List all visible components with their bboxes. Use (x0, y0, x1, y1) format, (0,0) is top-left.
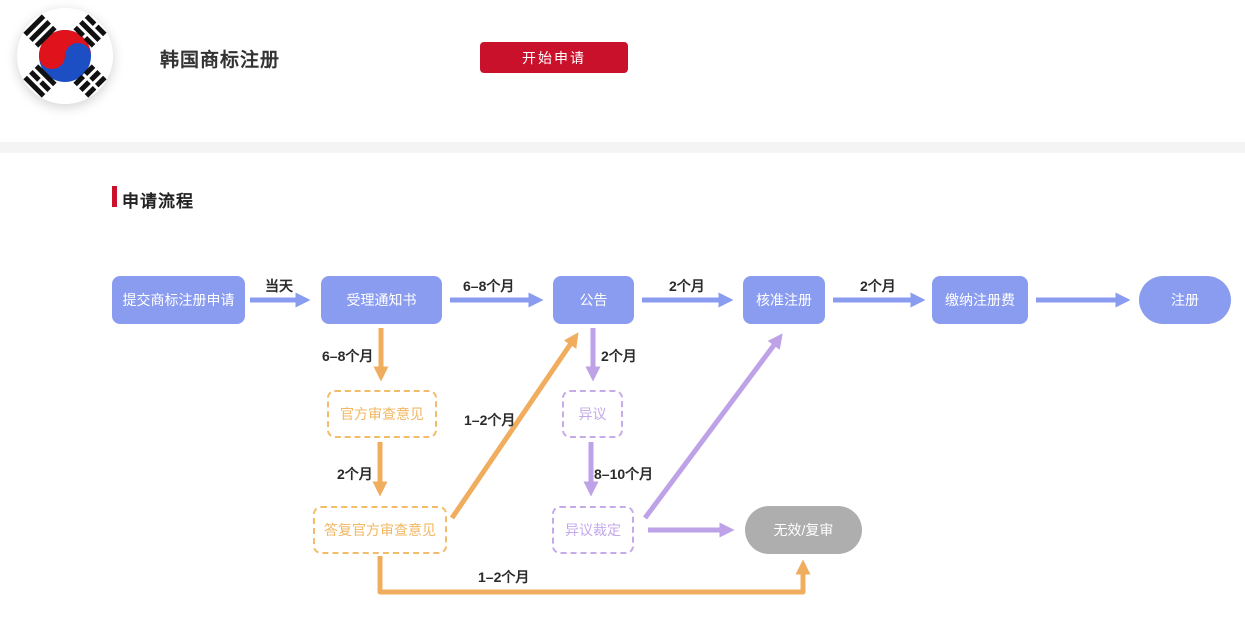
flow-node-office-action: 官方审查意见 (327, 390, 437, 438)
edge-label-6-8-months-down: 6–8个月 (322, 348, 374, 364)
edge-label-2-months-a: 2个月 (669, 278, 705, 294)
section-title: 申请流程 (122, 192, 194, 211)
section-divider-band (0, 142, 1245, 153)
flow-node-acceptance: 受理通知书 (321, 276, 442, 324)
flow-node-fee: 缴纳注册费 (932, 276, 1028, 324)
edge-label-same-day: 当天 (265, 278, 293, 294)
section-title-red-bar (112, 186, 117, 207)
edge-label-2-months-office: 2个月 (337, 466, 373, 482)
flow-node-opposition-ruling: 异议裁定 (552, 506, 634, 554)
korea-flag-icon (17, 8, 113, 104)
flow-node-approval: 核准注册 (743, 276, 825, 324)
flow-node-response: 答复官方审查意见 (313, 506, 447, 554)
page-title: 韩国商标注册 (160, 50, 281, 71)
edge-label-6-8-months: 6–8个月 (463, 278, 515, 294)
edge-label-1-2-months-diag: 1–2个月 (464, 412, 516, 428)
flow-node-submit: 提交商标注册申请 (112, 276, 245, 324)
flow-node-registration: 注册 (1139, 276, 1231, 324)
start-application-button[interactable]: 开始申请 (480, 42, 628, 73)
flow-node-invalid-review: 无效/复审 (745, 506, 862, 554)
flow-node-publication: 公告 (553, 276, 634, 324)
arrow-ruling-approval (642, 333, 783, 520)
edge-label-1-2-months-bottom: 1–2个月 (478, 569, 530, 585)
edge-label-8-10-months: 8–10个月 (594, 466, 654, 482)
edge-label-2-months-opposition: 2个月 (601, 348, 637, 364)
flow-node-opposition: 异议 (562, 390, 623, 438)
edge-label-2-months-b: 2个月 (860, 278, 896, 294)
arrow-response-invalidreview (377, 556, 811, 595)
